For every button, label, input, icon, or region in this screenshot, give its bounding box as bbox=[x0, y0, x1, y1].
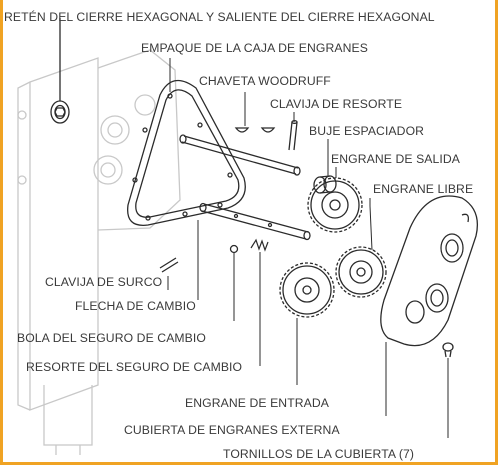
label-shift-shaft: FLECHA DE CAMBIO bbox=[75, 299, 196, 313]
shift-lock-ball-part bbox=[229, 244, 239, 254]
gearbox-housing-ghost bbox=[17, 49, 181, 455]
label-shift-lock-spring: RESORTE DEL SEGURO DE CAMBIO bbox=[26, 360, 243, 374]
label-outer-gear-cover: CUBIERTA DE ENGRANES EXTERNA bbox=[124, 423, 340, 437]
label-cover-screws: TORNILLOS DE LA CUBIERTA (7) bbox=[223, 447, 415, 461]
cover-screw-part bbox=[442, 342, 454, 358]
label-woodruff-key: CHAVETA WOODRUFF bbox=[199, 74, 331, 88]
outer-gear-cover-part bbox=[380, 195, 479, 347]
hex-retainer-part bbox=[50, 18, 70, 124]
label-shift-lock-ball: BOLA DEL SEGURO DE CAMBIO bbox=[17, 331, 206, 345]
woodruff-key-part bbox=[234, 127, 276, 133]
shift-shaft-part bbox=[199, 202, 311, 241]
spring-pin-part bbox=[288, 120, 298, 151]
label-hex-retainer: RETÉN DEL CIERRE HEXAGONAL Y SALIENTE DE… bbox=[4, 10, 435, 24]
upper-shaft-part bbox=[179, 134, 301, 176]
leader-lines bbox=[167, 58, 449, 438]
label-spring-pin: CLAVIJA DE RESORTE bbox=[270, 97, 403, 111]
label-output-gear: ENGRANE DE SALIDA bbox=[331, 152, 461, 166]
shift-lock-spring-part bbox=[250, 238, 269, 252]
gasket-part bbox=[127, 79, 246, 226]
label-idler-gear: ENGRANE LIBRE bbox=[373, 182, 474, 196]
label-gearbox-gasket: EMPAQUE DE LA CAJA DE ENGRANES bbox=[141, 41, 368, 55]
label-spacer-bushing: BUJE ESPACIADOR bbox=[309, 124, 425, 138]
idler-gear-part bbox=[335, 246, 387, 298]
groove-pin-part bbox=[159, 257, 179, 273]
output-gear-part bbox=[307, 177, 363, 233]
label-input-gear: ENGRANE DE ENTRADA bbox=[185, 396, 330, 410]
input-gear-part bbox=[279, 262, 335, 318]
label-groove-pin: CLAVIJA DE SURCO bbox=[45, 275, 163, 289]
